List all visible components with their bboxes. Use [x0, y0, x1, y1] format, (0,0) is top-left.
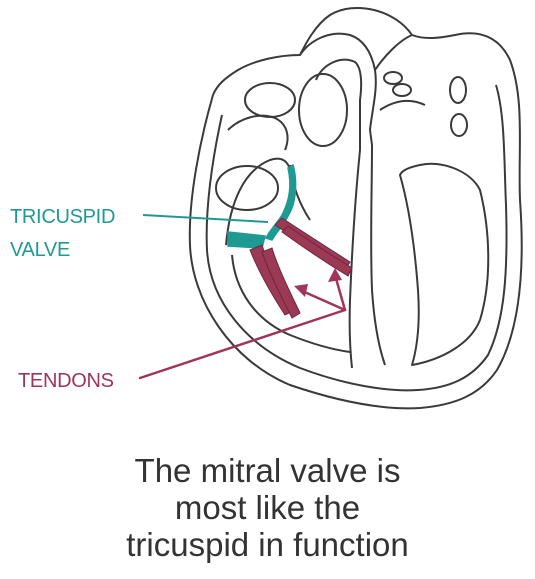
caption-line-2: most like the [0, 489, 535, 526]
tricuspid-leader-line [143, 215, 268, 222]
tendons-arrowheads [294, 268, 342, 297]
tendon-strands [250, 218, 352, 318]
caption-line-1: The mitral valve is [0, 452, 535, 489]
caption-line-3: tricuspid in function [0, 526, 535, 563]
tendons-label: TENDONS [18, 370, 114, 392]
caption: The mitral valve is most like the tricus… [0, 452, 535, 563]
tricuspid-label-line2: VALVE [10, 239, 70, 261]
tricuspid-label-line1: TRICUSPID [10, 206, 115, 228]
heart-outline [190, 8, 522, 408]
